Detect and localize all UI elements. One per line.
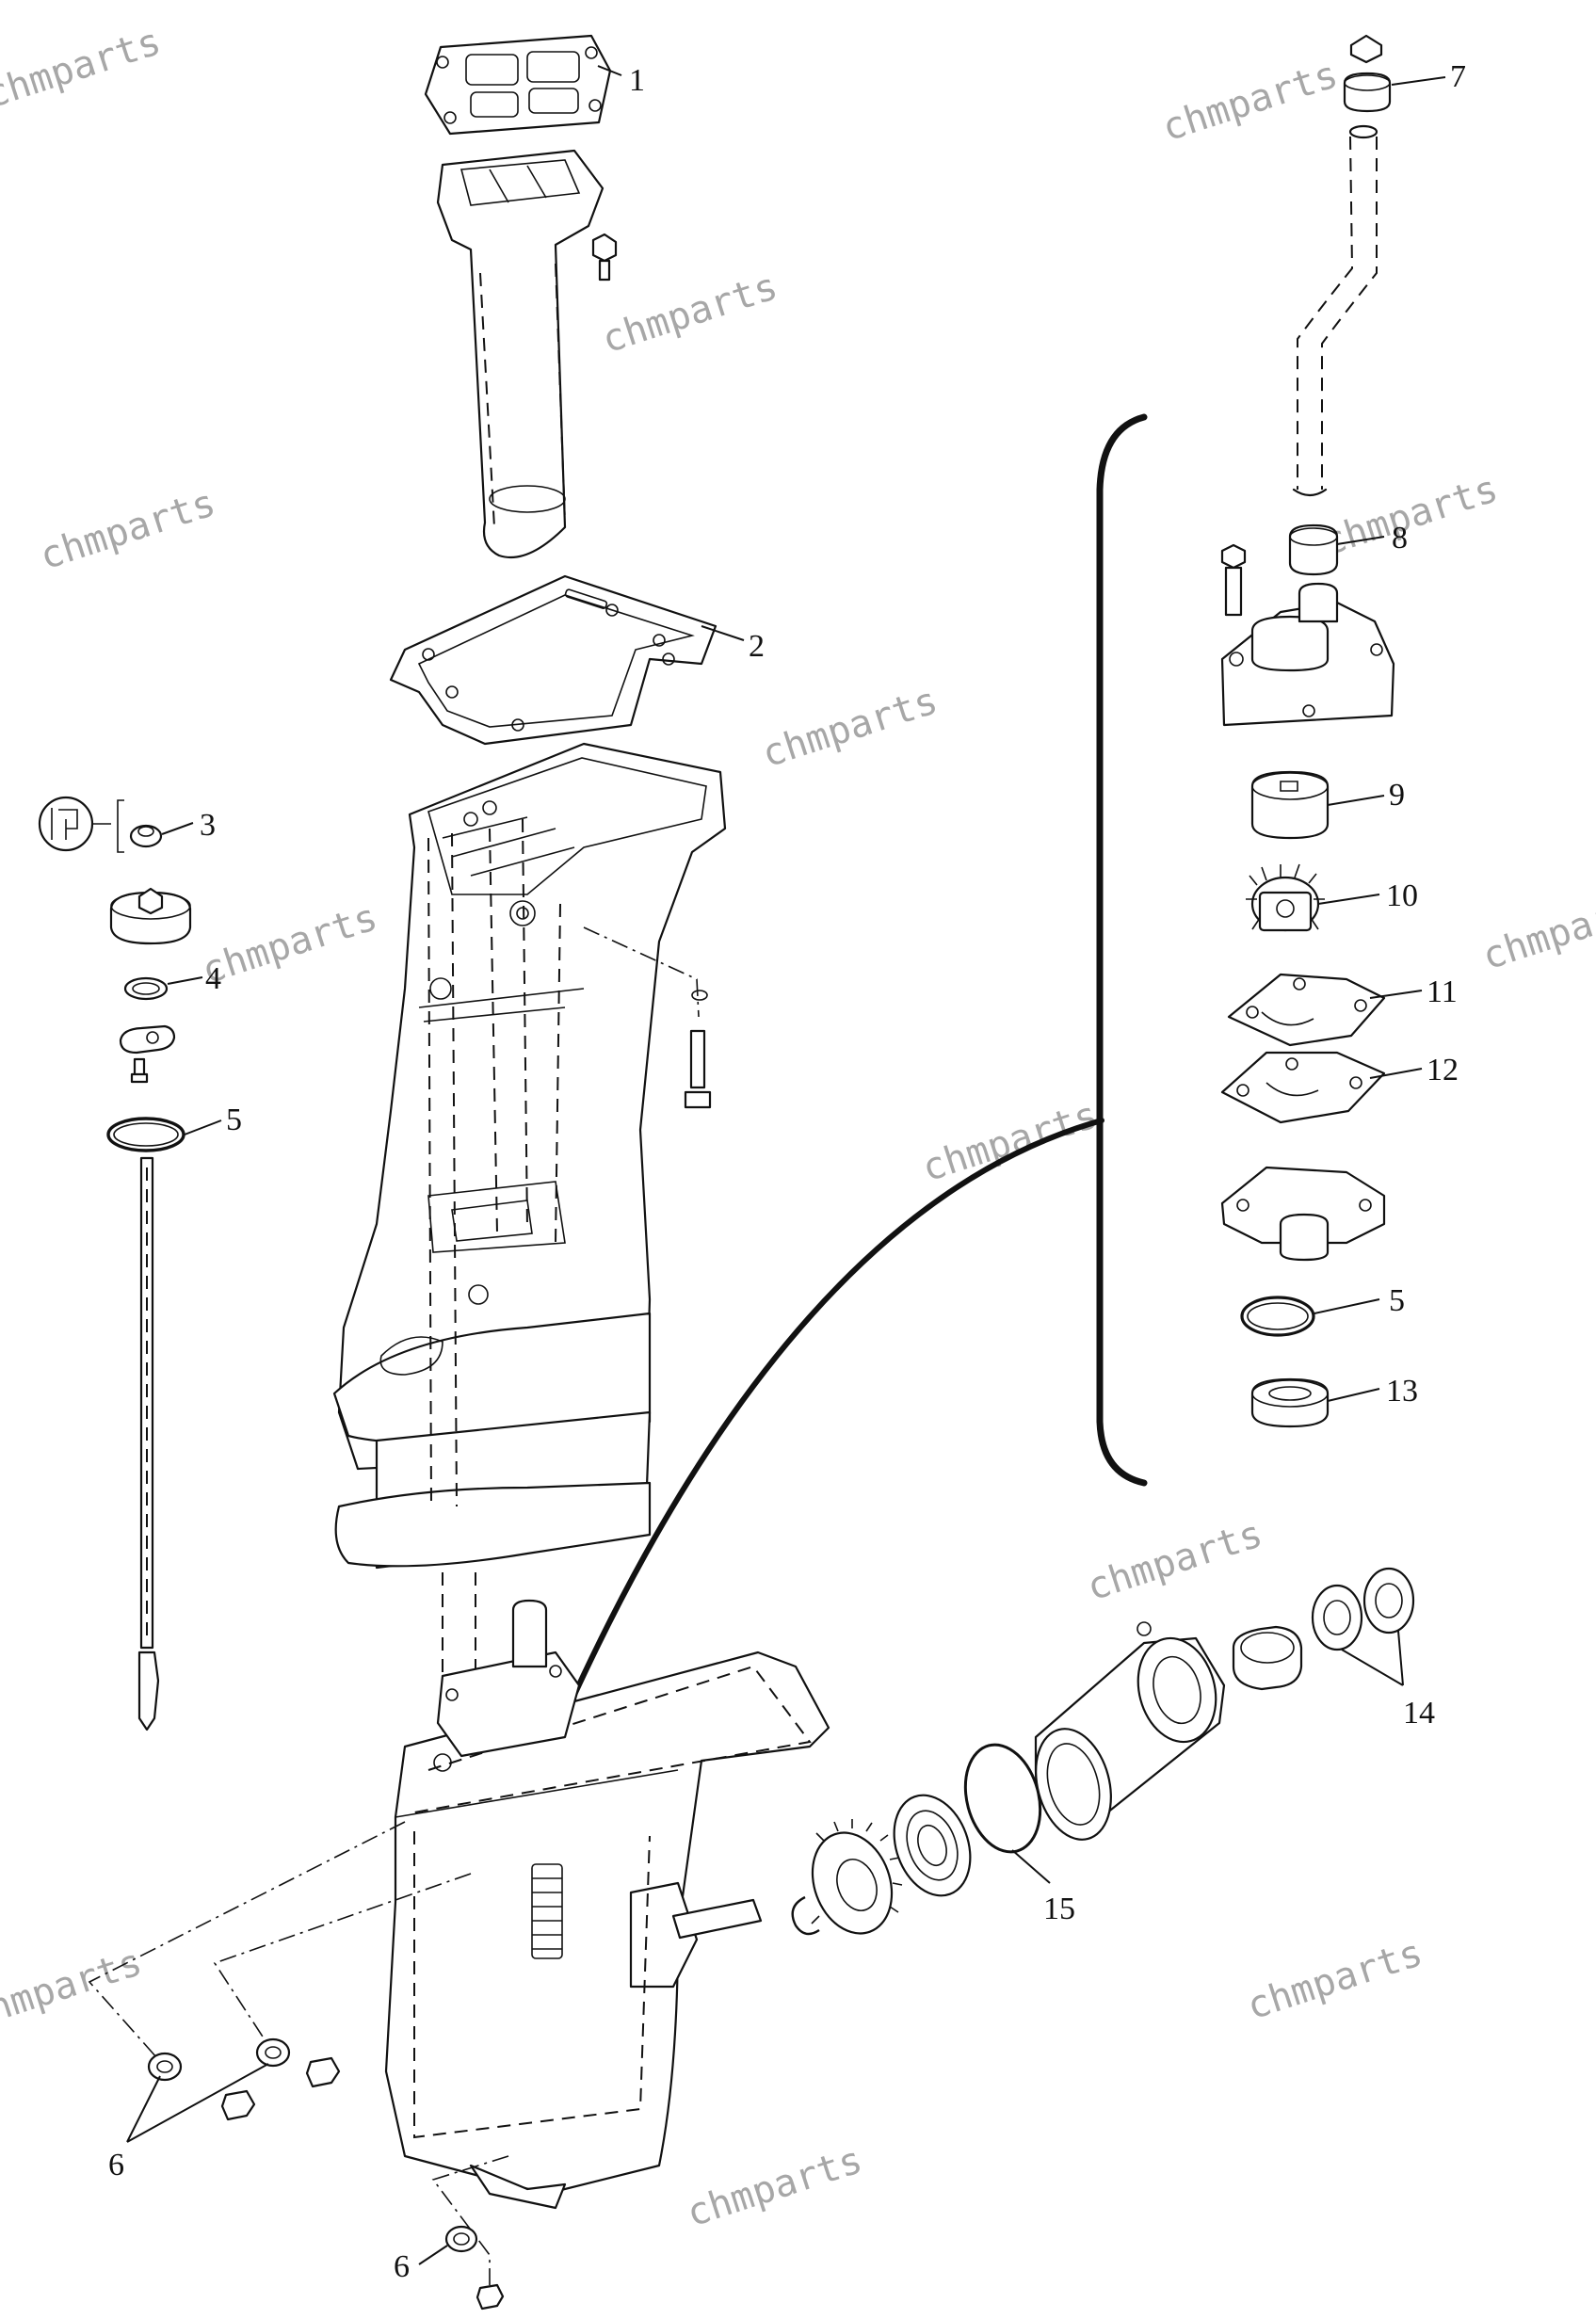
callout-4: 4 xyxy=(205,961,221,996)
water-tube xyxy=(1292,34,1392,497)
callout-8: 8 xyxy=(1392,521,1408,556)
callout-11: 11 xyxy=(1427,974,1458,1009)
part-1-top-gasket xyxy=(424,34,612,136)
callouts: 1 2 3 4 5 5 6 6 7 8 9 10 11 12 13 14 15 xyxy=(108,59,1466,2284)
part-2-gasket xyxy=(389,574,717,746)
part-3-clip-and-nut xyxy=(38,796,163,853)
callout-13: 13 xyxy=(1386,1374,1418,1409)
callout-9: 9 xyxy=(1389,778,1405,813)
assembly-link-curve xyxy=(572,1118,1104,1698)
leader-lines xyxy=(126,65,1446,2265)
propshaft-components xyxy=(791,1567,1415,1936)
callout-1: 1 xyxy=(629,63,645,98)
water-pump-parts xyxy=(1220,523,1395,1428)
callout-3: 3 xyxy=(200,808,216,843)
watermark: chmparts xyxy=(35,481,220,578)
callout-5-left: 5 xyxy=(226,1103,242,1137)
gearcase xyxy=(384,1599,830,2210)
callout-5-right: 5 xyxy=(1389,1283,1405,1318)
watermark: chmparts xyxy=(197,895,382,992)
drain-plugs xyxy=(88,1821,509,2311)
watermark: chmparts xyxy=(0,1941,147,2037)
callout-10: 10 xyxy=(1386,878,1418,913)
watermark: chmparts xyxy=(597,265,782,362)
watermark: chmparts xyxy=(917,1093,1103,1190)
midsection-housing xyxy=(332,742,727,1723)
watermark: chmparts xyxy=(1082,1512,1267,1609)
watermark: chmparts xyxy=(682,2138,867,2235)
callout-14: 14 xyxy=(1403,1696,1435,1731)
callout-6-upper: 6 xyxy=(108,2148,124,2182)
watermark: chmparts xyxy=(1242,1931,1427,2028)
callout-12: 12 xyxy=(1427,1053,1459,1087)
left-shift-parts xyxy=(106,887,192,1731)
watermark: chmparts xyxy=(1157,53,1343,150)
watermark: chmparts xyxy=(0,20,166,117)
callout-15: 15 xyxy=(1043,1892,1075,1926)
callout-2: 2 xyxy=(749,629,765,664)
impeller xyxy=(1246,863,1325,932)
callout-6-lower: 6 xyxy=(394,2249,410,2284)
watermark: chmparts xyxy=(1317,467,1503,564)
assembly-bracket xyxy=(1096,413,1148,1487)
watermark: chmparts xyxy=(1477,881,1596,978)
exhaust-tube xyxy=(436,149,618,559)
callout-7: 7 xyxy=(1450,59,1466,94)
watermark: chmparts xyxy=(757,679,943,776)
